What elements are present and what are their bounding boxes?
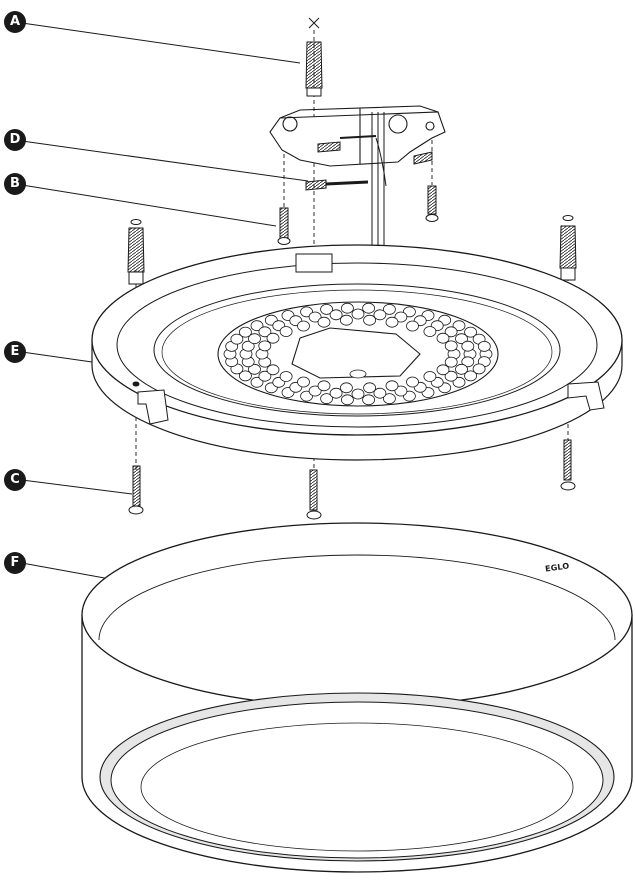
led-bead (266, 332, 280, 344)
led-bead (320, 303, 334, 315)
leader-line-d (21, 140, 309, 182)
wall-plugs-side (127, 215, 577, 285)
callout-d: D (4, 129, 26, 151)
callout-c: C (4, 469, 26, 491)
wire-connectors (305, 112, 433, 250)
led-bead (351, 308, 365, 320)
led-bead (258, 370, 272, 382)
led-bead (394, 385, 408, 397)
box-screws (277, 185, 439, 245)
screws-c (128, 439, 576, 520)
led-bead (329, 309, 343, 321)
led-bead (373, 309, 387, 321)
leader-lines (21, 22, 309, 580)
led-bead (452, 320, 466, 332)
led-bead (250, 320, 264, 332)
led-bead (394, 311, 408, 323)
led-bead (452, 376, 466, 388)
supply-cable (371, 112, 385, 250)
callout-f: F (4, 552, 26, 574)
led-bead (258, 340, 272, 352)
led-bead (339, 314, 353, 326)
leader-line-c (21, 479, 133, 495)
led-bead (340, 394, 354, 406)
led-bead (329, 387, 343, 399)
led-bead (258, 326, 272, 338)
led-bead (385, 380, 399, 392)
led-bead (464, 326, 478, 338)
led-beads (223, 302, 493, 406)
led-bead (406, 320, 419, 332)
screw-b (279, 207, 289, 239)
leader-line-f (21, 562, 111, 580)
led-bead (279, 326, 293, 337)
led-bead (373, 387, 387, 399)
led-bead (248, 363, 261, 375)
led-bead (382, 393, 396, 405)
led-bead (461, 340, 475, 352)
leader-line-b (21, 184, 277, 227)
led-bead (436, 364, 450, 376)
led-bead (423, 371, 437, 382)
driver-bracket (291, 327, 421, 379)
led-bead (320, 393, 334, 405)
led-bead (472, 363, 486, 375)
led-bead (423, 326, 437, 337)
led-bead (363, 314, 377, 326)
led-bead (406, 376, 419, 388)
led-bead (385, 316, 399, 328)
led-bead (297, 376, 310, 388)
led-bead (455, 363, 468, 375)
callout-e: E (4, 341, 26, 363)
led-bead (248, 333, 261, 345)
led-bead (266, 364, 280, 376)
led-bead (382, 303, 396, 315)
led-bead (444, 326, 458, 338)
callout-b: B (4, 173, 26, 195)
leader-line-e (21, 351, 93, 363)
junction-box (269, 105, 446, 167)
drill-mark-icon (308, 17, 320, 29)
led-bead (477, 340, 491, 352)
led-bead (308, 311, 322, 323)
led-bead (444, 370, 458, 382)
led-bead (444, 356, 458, 368)
led-bead (297, 320, 310, 332)
led-bead (351, 388, 365, 400)
wall-plug-top (305, 17, 323, 97)
led-bead (362, 302, 376, 314)
diffuser-cover (81, 522, 633, 873)
mounting-clips (132, 381, 605, 425)
led-bead (444, 340, 458, 352)
led-bead (363, 382, 377, 394)
led-bead (317, 380, 331, 392)
led-bead (461, 356, 475, 368)
led-bead (455, 333, 468, 345)
led-bead (238, 326, 252, 338)
outer-rings (98, 554, 616, 641)
led-module (217, 301, 499, 407)
led-bead (436, 332, 450, 344)
led-bead (340, 302, 354, 314)
led-bead (464, 370, 478, 382)
led-bead (250, 376, 264, 388)
led-bead (279, 371, 293, 382)
callout-a: A (4, 11, 26, 33)
led-bead (317, 316, 331, 328)
led-bead (238, 370, 252, 382)
led-bead (230, 333, 244, 345)
led-bead (308, 385, 322, 397)
led-bead (241, 340, 255, 352)
led-bead (362, 394, 376, 406)
leader-line-a (21, 22, 301, 64)
led-bead (339, 382, 353, 394)
